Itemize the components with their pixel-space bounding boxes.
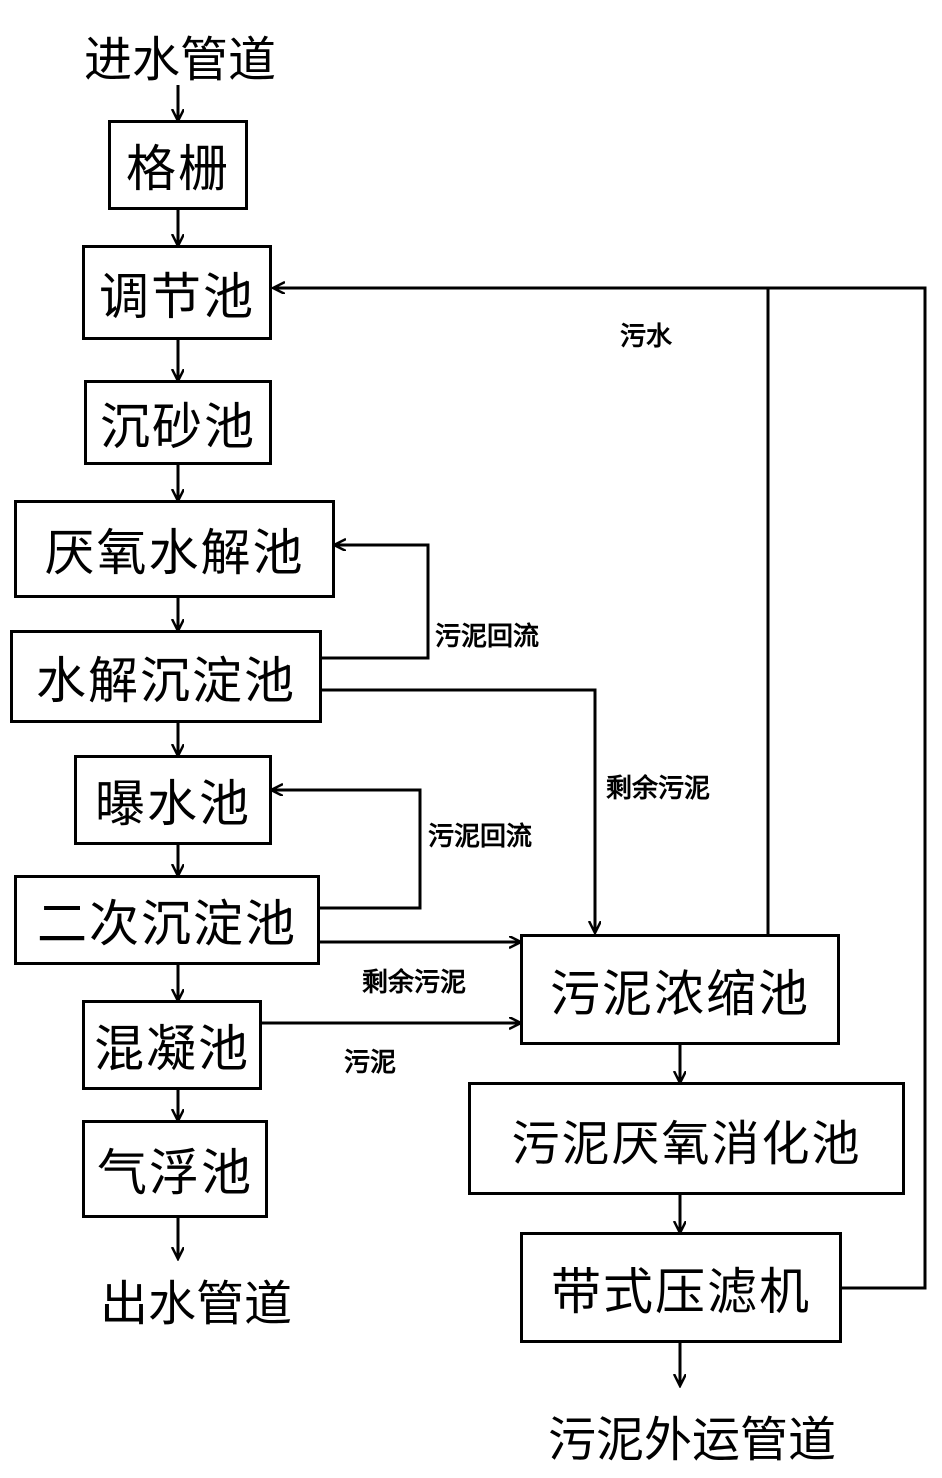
return-loop-1 bbox=[322, 545, 430, 660]
sludge-anaerobic-digester-box: 污泥厌氧消化池 bbox=[468, 1082, 905, 1195]
return-sludge-label-1: 污泥回流 bbox=[435, 622, 540, 652]
return-sludge-label-2: 污泥回流 bbox=[428, 822, 533, 852]
wastewater-label: 污水 bbox=[620, 322, 673, 352]
anaerobic-hydrolysis-tank-box: 厌氧水解池 bbox=[14, 500, 335, 598]
aeration-tank-box: 曝水池 bbox=[74, 755, 272, 845]
sludge-outlet-pipe-label: 污泥外运管道 bbox=[548, 1412, 837, 1468]
coagulation-tank-box: 混凝池 bbox=[82, 1000, 262, 1090]
flotation-tank-box: 气浮池 bbox=[82, 1120, 268, 1218]
secondary-settling-tank-box: 二次沉淀池 bbox=[14, 875, 320, 965]
hydrolysis-settling-tank-box: 水解沉淀池 bbox=[10, 630, 322, 723]
belt-filter-press-box: 带式压滤机 bbox=[520, 1232, 842, 1343]
excess-sludge-label-1: 剩余污泥 bbox=[606, 774, 711, 804]
screen-box: 格栅 bbox=[108, 120, 248, 210]
excess-sludge-line-1 bbox=[322, 688, 595, 932]
wastewater-return-line bbox=[274, 288, 927, 1290]
excess-sludge-label-2: 剩余污泥 bbox=[362, 968, 467, 998]
sludge-thickener-box: 污泥浓缩池 bbox=[520, 934, 840, 1045]
sludge-label: 污泥 bbox=[344, 1048, 397, 1078]
equalization-tank-box: 调节池 bbox=[82, 245, 272, 340]
outlet-pipe-label: 出水管道 bbox=[100, 1276, 293, 1332]
return-loop-2 bbox=[272, 790, 422, 910]
grit-chamber-box: 沉砂池 bbox=[84, 380, 272, 465]
inlet-pipe-label: 进水管道 bbox=[84, 32, 277, 88]
